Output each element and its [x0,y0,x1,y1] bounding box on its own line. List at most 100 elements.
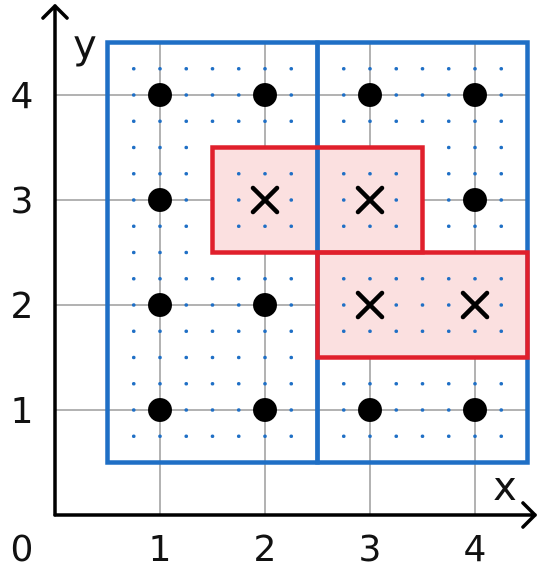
fine-grid-dot [499,276,504,281]
dot-marker [148,188,172,212]
fine-grid-dot [499,381,504,386]
fine-grid-dot [289,224,294,229]
y-tick-label: 2 [11,286,34,327]
fine-grid-dot [184,276,189,281]
fine-grid-dot [158,224,162,229]
fine-grid-dot [210,119,215,124]
fine-grid-dot [368,381,372,386]
fine-grid-dot [341,171,346,176]
fine-grid-dot [210,303,215,307]
x-tick-label: 2 [254,529,277,570]
dot-marker [148,293,172,317]
fine-grid-dot [184,171,189,176]
fine-grid-dot [289,66,294,71]
y-tick-label: 1 [11,391,34,432]
fine-grid-dot [289,93,294,97]
axes [41,4,537,529]
fine-grid-dot [158,171,162,176]
fine-grid-dot [394,329,399,334]
red-region-outline [315,250,530,360]
red-regions [210,145,530,360]
fine-grid-dot [394,224,399,229]
dot-marker [253,293,277,317]
fine-grid-dot [394,66,399,71]
fine-grid-dot [499,434,504,439]
dot-marker [253,398,277,422]
fine-grid-dot [446,224,451,229]
fine-grid-dot [473,171,477,176]
fine-grid-dot [184,93,189,97]
fine-grid-dot [131,408,136,412]
fine-grid-dot [420,303,425,307]
fine-grid-dot [368,119,372,124]
dot-marker [358,83,382,107]
cross-marker [460,290,490,320]
fine-grid-dot [473,145,477,150]
fine-grid-dot [236,434,241,439]
fine-grid-dot [236,66,241,71]
fine-grid-dot [341,224,346,229]
fine-grid-dot [499,171,504,176]
fine-grid-dot [420,408,425,412]
fine-grid-dot [499,93,504,97]
fine-grid-dot [263,119,267,124]
fine-grid-dot [263,276,267,281]
dot-marker [463,83,487,107]
fine-grid-dot [263,355,267,360]
fine-grid-dot [446,171,451,176]
fine-grid-dot [236,224,241,229]
fine-grid-dot [210,408,215,412]
fine-grid-dot [210,381,215,386]
fine-grid-dot [131,198,136,202]
fine-grid-dot [341,408,346,412]
x-tick-label: 3 [359,529,382,570]
fine-grid-dot [263,66,267,71]
fine-grid-dot [263,171,267,176]
fine-grid-dot [184,408,189,412]
fine-grid-dot [210,329,215,334]
fine-grid-dot [131,145,136,150]
fine-grid-dot [158,66,162,71]
fine-grid-dot [131,381,136,386]
fine-grid-dot [236,198,241,202]
fine-grid-dot [263,434,267,439]
fine-grid-dot [341,276,346,281]
fine-grid-dot [394,276,399,281]
fine-grid-dot [368,329,372,334]
x-tick-label: 1 [149,529,172,570]
fine-grid-dot [446,198,451,202]
fine-grid-dot [263,381,267,386]
fine-grid-dot [420,119,425,124]
y-axis-arrowhead [41,4,69,20]
fine-grid-dot [446,145,451,150]
fine-grid-dot [473,66,477,71]
fine-grid-dot [289,171,294,176]
fine-grid-dot [446,119,451,124]
fine-grid-dot [473,434,477,439]
fine-grid-dot [131,171,136,176]
fine-grid-dot [394,408,399,412]
fine-grid-dot [289,276,294,281]
fine-grid-dot [184,329,189,334]
fine-grid-dot [236,119,241,124]
fine-grid-dot [236,171,241,176]
fine-grid-dot [131,434,136,439]
fine-grid-dot [131,355,136,360]
fine-grid-dot [131,276,136,281]
fine-grid-dot [446,408,451,412]
fine-grid-dot [368,66,372,71]
fine-grid-dot [131,66,136,71]
fine-grid-dot [158,250,162,255]
fine-grid-dot [184,66,189,71]
fine-grid-dot [210,276,215,281]
fine-grid-dot [341,198,346,202]
fine-grid-dot [289,303,294,307]
fine-grid-dot [236,93,241,97]
x-tick-label: 4 [464,529,487,570]
fine-grid-dot [236,276,241,281]
fine-grid-dot [131,250,136,255]
axis-labels: x y 0 [11,22,517,570]
fine-grid-dot [131,329,136,334]
fine-grid-dot [236,329,241,334]
